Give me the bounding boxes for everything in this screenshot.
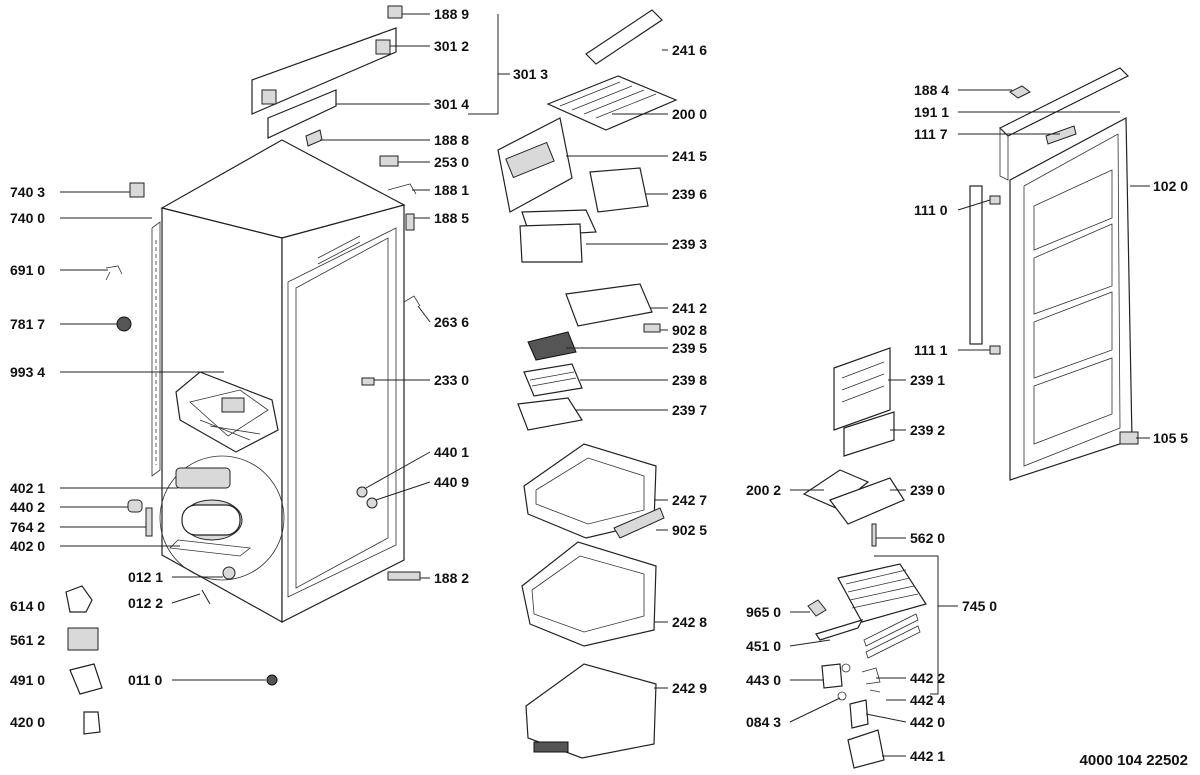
control-panel bbox=[251, 5, 421, 307]
part-label: 242 8 bbox=[672, 614, 707, 630]
support-icon bbox=[127, 499, 143, 513]
part-label: 239 7 bbox=[672, 402, 707, 418]
part-drawings bbox=[65, 5, 1139, 769]
part-label: 239 5 bbox=[672, 340, 707, 356]
part-label: 239 3 bbox=[672, 236, 707, 252]
part-label: 241 6 bbox=[672, 42, 707, 58]
part-label: 239 6 bbox=[672, 186, 707, 202]
evaporator-tray bbox=[175, 371, 279, 453]
part-label: 084 3 bbox=[746, 714, 781, 730]
relay-icon bbox=[129, 182, 145, 198]
part-label: 188 2 bbox=[434, 570, 469, 586]
part-label: 253 0 bbox=[434, 154, 469, 170]
capacitor-icon bbox=[83, 711, 101, 735]
part-label: 764 2 bbox=[10, 519, 45, 535]
part-label: 443 0 bbox=[746, 672, 781, 688]
part-label: 442 1 bbox=[910, 748, 945, 764]
cover-icon bbox=[69, 663, 103, 695]
part-label: 301 3 bbox=[513, 66, 548, 82]
part-label: 239 8 bbox=[672, 372, 707, 388]
part-label: 111 1 bbox=[914, 342, 948, 358]
power-cord-icon bbox=[65, 585, 93, 613]
part-label: 740 0 bbox=[10, 210, 45, 226]
clip-icon bbox=[105, 265, 123, 281]
part-label: 263 6 bbox=[434, 314, 469, 330]
part-label: 442 0 bbox=[910, 714, 945, 730]
part-label: 691 0 bbox=[10, 262, 45, 278]
part-label: 111 0 bbox=[914, 202, 948, 218]
part-label: 902 5 bbox=[672, 522, 707, 538]
part-label: 200 2 bbox=[746, 482, 781, 498]
grommet-icon bbox=[356, 486, 368, 498]
door-assembly bbox=[969, 67, 1139, 481]
part-label: 491 0 bbox=[10, 672, 45, 688]
part-label: 242 7 bbox=[672, 492, 707, 508]
leader-lines bbox=[60, 13, 1150, 757]
part-label: 242 9 bbox=[672, 680, 707, 696]
part-label: 442 2 bbox=[910, 670, 945, 686]
part-label: 011 0 bbox=[128, 672, 162, 688]
compressor-icon bbox=[181, 504, 241, 536]
part-label: 301 4 bbox=[434, 96, 469, 112]
part-label: 188 4 bbox=[914, 82, 949, 98]
rear-condenser bbox=[151, 221, 161, 477]
part-label: 188 5 bbox=[434, 210, 469, 226]
grommet-icon bbox=[222, 566, 236, 580]
part-label: 012 2 bbox=[128, 595, 163, 611]
part-label: 241 2 bbox=[672, 300, 707, 316]
part-label: 105 5 bbox=[1153, 430, 1188, 446]
part-label: 188 8 bbox=[434, 132, 469, 148]
lower-right-components bbox=[802, 347, 927, 769]
part-label: 402 1 bbox=[10, 480, 45, 496]
part-label: 561 2 bbox=[10, 632, 45, 648]
hinge-icon bbox=[387, 571, 421, 581]
part-label: 781 7 bbox=[10, 316, 45, 332]
part-label: 902 8 bbox=[672, 322, 707, 338]
part-label: 440 2 bbox=[10, 499, 45, 515]
part-label: 301 2 bbox=[434, 38, 469, 54]
part-label: 239 1 bbox=[910, 372, 945, 388]
part-label: 012 1 bbox=[128, 569, 163, 585]
part-label: 200 0 bbox=[672, 106, 707, 122]
filter-drier-icon bbox=[145, 507, 153, 537]
thermostat-icon bbox=[116, 316, 132, 332]
bracket-icon bbox=[361, 377, 375, 386]
part-label: 188 9 bbox=[434, 6, 469, 22]
part-label: 239 2 bbox=[910, 422, 945, 438]
part-label: 239 0 bbox=[910, 482, 945, 498]
part-label: 420 0 bbox=[10, 714, 45, 730]
part-label: 111 7 bbox=[914, 126, 948, 142]
part-label: 740 3 bbox=[10, 184, 45, 200]
part-label: 102 0 bbox=[1153, 178, 1188, 194]
part-label: 442 4 bbox=[910, 692, 945, 708]
part-label: 440 1 bbox=[434, 444, 469, 460]
foot-icon bbox=[266, 674, 278, 686]
part-label: 562 0 bbox=[910, 530, 945, 546]
part-label: 191 1 bbox=[914, 104, 949, 120]
part-labels: 188 9 301 2 301 3 301 4 188 8 253 0 188 … bbox=[10, 6, 1188, 769]
compressor-area bbox=[159, 455, 285, 581]
part-label: 188 1 bbox=[434, 182, 469, 198]
part-label: 233 0 bbox=[434, 372, 469, 388]
part-label: 241 5 bbox=[672, 148, 707, 164]
part-label: 451 0 bbox=[746, 638, 781, 654]
grommet-icon bbox=[366, 497, 378, 509]
middle-components bbox=[497, 9, 678, 759]
part-label: 614 0 bbox=[10, 598, 45, 614]
part-label: 745 0 bbox=[962, 598, 997, 614]
part-label: 993 4 bbox=[10, 364, 45, 380]
document-number: 4000 104 22502 bbox=[1080, 752, 1188, 769]
part-label: 440 9 bbox=[434, 474, 469, 490]
terminal-icon bbox=[67, 627, 99, 651]
part-label: 402 0 bbox=[10, 538, 45, 554]
part-label: 965 0 bbox=[746, 604, 781, 620]
bolt-icon bbox=[201, 589, 211, 605]
